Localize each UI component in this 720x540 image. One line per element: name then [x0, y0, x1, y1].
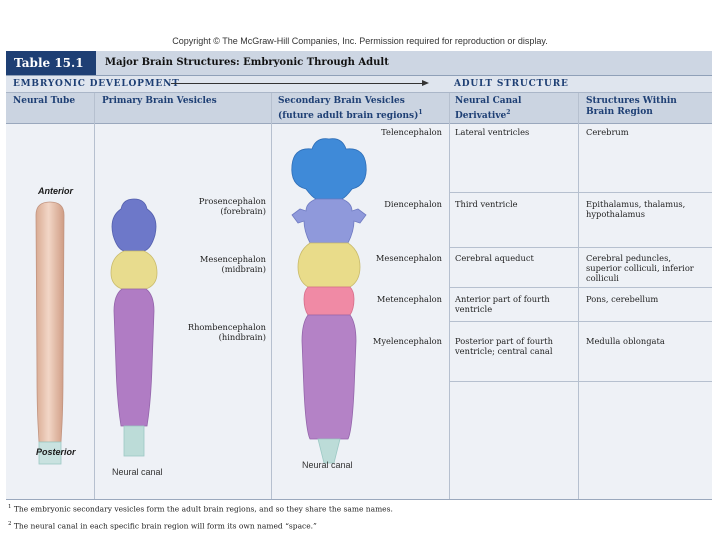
- column-divider: [449, 93, 450, 499]
- adult-structure-label: ADULT STRUCTURE: [454, 79, 569, 89]
- header-neural-tube: Neural Tube: [13, 96, 76, 106]
- header-secondary-line2: (future adult brain regions): [278, 111, 419, 121]
- footnote-ref-2: 2: [506, 109, 511, 116]
- canal-line: Posterior part of fourth: [455, 336, 553, 346]
- primary-vesicle-prosencephalon: Prosencephalon (forebrain): [180, 196, 266, 216]
- row-divider: [449, 381, 712, 382]
- row-divider: [449, 287, 712, 288]
- copyright-notice: Copyright © The McGraw-Hill Companies, I…: [172, 36, 548, 46]
- structure-line: colliculi: [586, 273, 619, 283]
- primary-vesicle-alt: (hindbrain): [218, 332, 266, 342]
- secondary-telencephalon: Telencephalon: [381, 127, 442, 137]
- header-canal-line2: Derivative: [455, 111, 507, 121]
- secondary-mesencephalon: Mesencephalon: [375, 253, 442, 263]
- posterior-label: Posterior: [36, 447, 76, 457]
- structure-line: hypothalamus: [586, 209, 646, 219]
- secondary-neural-canal-label: Neural canal: [302, 460, 353, 470]
- neural-tube-illustration: [35, 201, 65, 465]
- header-primary-vesicles: Primary Brain Vesicles: [102, 96, 217, 106]
- footnote-mark: 2: [8, 521, 12, 527]
- structure-diencephalon-parts: Epithalamus, thalamus, hypothalamus: [586, 199, 685, 219]
- development-row: EMBRYONIC DEVELOPMENT ADULT STRUCTURE: [6, 76, 712, 93]
- column-header-row: Neural Tube Primary Brain Vesicles Secon…: [6, 93, 712, 124]
- brain-structures-table: Table 15.1 Major Brain Structures: Embry…: [6, 51, 712, 538]
- table-title: Major Brain Structures: Embryonic Throug…: [105, 57, 389, 68]
- secondary-metencephalon: Metencephalon: [376, 294, 442, 304]
- canal-lateral-ventricles: Lateral ventricles: [455, 127, 530, 137]
- structure-line: Cerebral peduncles,: [586, 253, 671, 263]
- row-divider: [449, 321, 712, 322]
- structure-medulla-oblongata: Medulla oblongata: [586, 336, 665, 346]
- anterior-label: Anterior: [38, 186, 74, 196]
- footnotes: 1 The embryonic secondary vesicles form …: [6, 499, 712, 538]
- footnote-2: 2 The neural canal in each specific brai…: [8, 521, 317, 531]
- footnote-text: The embryonic secondary vesicles form th…: [13, 504, 393, 514]
- footnote-text: The neural canal in each specific brain …: [13, 521, 317, 531]
- development-arrow-head-icon: [422, 80, 429, 86]
- development-arrow-line: [171, 83, 425, 84]
- footnote-ref-1: 1: [418, 109, 423, 116]
- secondary-diencephalon: Diencephalon: [384, 199, 442, 209]
- primary-vesicle-alt: (forebrain): [220, 206, 266, 216]
- primary-vesicles-illustration: [110, 198, 158, 457]
- row-divider: [449, 247, 712, 248]
- canal-third-ventricle: Third ventricle: [455, 199, 518, 209]
- header-structures: Structures Within Brain Region: [586, 96, 677, 118]
- canal-posterior-fourth-ventricle: Posterior part of fourth ventricle; cent…: [455, 336, 553, 356]
- canal-cerebral-aqueduct: Cerebral aqueduct: [455, 253, 534, 263]
- primary-vesicle-alt: (midbrain): [221, 264, 266, 274]
- secondary-vesicles-illustration: [291, 138, 367, 464]
- secondary-myelencephalon: Myelencephalon: [372, 336, 442, 346]
- canal-line: ventricle; central canal: [455, 346, 553, 356]
- header-secondary-vesicles: Secondary Brain Vesicles (future adult b…: [278, 96, 423, 122]
- primary-vesicle-name: Prosencephalon: [198, 196, 266, 206]
- structure-mesencephalon-parts: Cerebral peduncles, superior colliculi, …: [586, 253, 694, 283]
- primary-vesicle-name: Mesencephalon: [199, 254, 266, 264]
- header-canal-line1: Neural Canal: [455, 96, 522, 106]
- header-secondary-line1: Secondary Brain Vesicles: [278, 96, 405, 106]
- structure-line: Epithalamus, thalamus,: [586, 199, 686, 209]
- primary-vesicle-name: Rhombencephalon: [187, 322, 266, 332]
- column-divider: [271, 93, 272, 499]
- structure-line: superior colliculi, inferior: [586, 263, 694, 273]
- primary-neural-canal-label: Neural canal: [112, 467, 163, 477]
- footnote-mark: 1: [8, 504, 12, 510]
- structure-cerebrum: Cerebrum: [586, 127, 629, 137]
- table-number: Table 15.1: [6, 51, 96, 75]
- row-divider: [449, 192, 712, 193]
- header-canal-derivative: Neural Canal Derivative2: [455, 96, 521, 122]
- canal-anterior-fourth-ventricle: Anterior part of fourth ventricle: [455, 294, 550, 314]
- primary-vesicle-mesencephalon: Mesencephalon (midbrain): [180, 254, 266, 274]
- header-structures-line2: Brain Region: [586, 107, 653, 117]
- structure-pons-cerebellum: Pons, cerebellum: [586, 294, 659, 304]
- primary-vesicle-rhombencephalon: Rhombencephalon (hindbrain): [180, 322, 266, 342]
- canal-line: Anterior part of fourth: [455, 294, 550, 304]
- embryonic-development-label: EMBRYONIC DEVELOPMENT: [13, 79, 180, 89]
- canal-line: ventricle: [455, 304, 493, 314]
- column-divider: [578, 93, 579, 499]
- header-structures-line1: Structures Within: [586, 96, 677, 106]
- table-title-bar: Table 15.1 Major Brain Structures: Embry…: [6, 51, 712, 76]
- footnote-1: 1 The embryonic secondary vesicles form …: [8, 504, 393, 514]
- column-divider: [94, 93, 95, 499]
